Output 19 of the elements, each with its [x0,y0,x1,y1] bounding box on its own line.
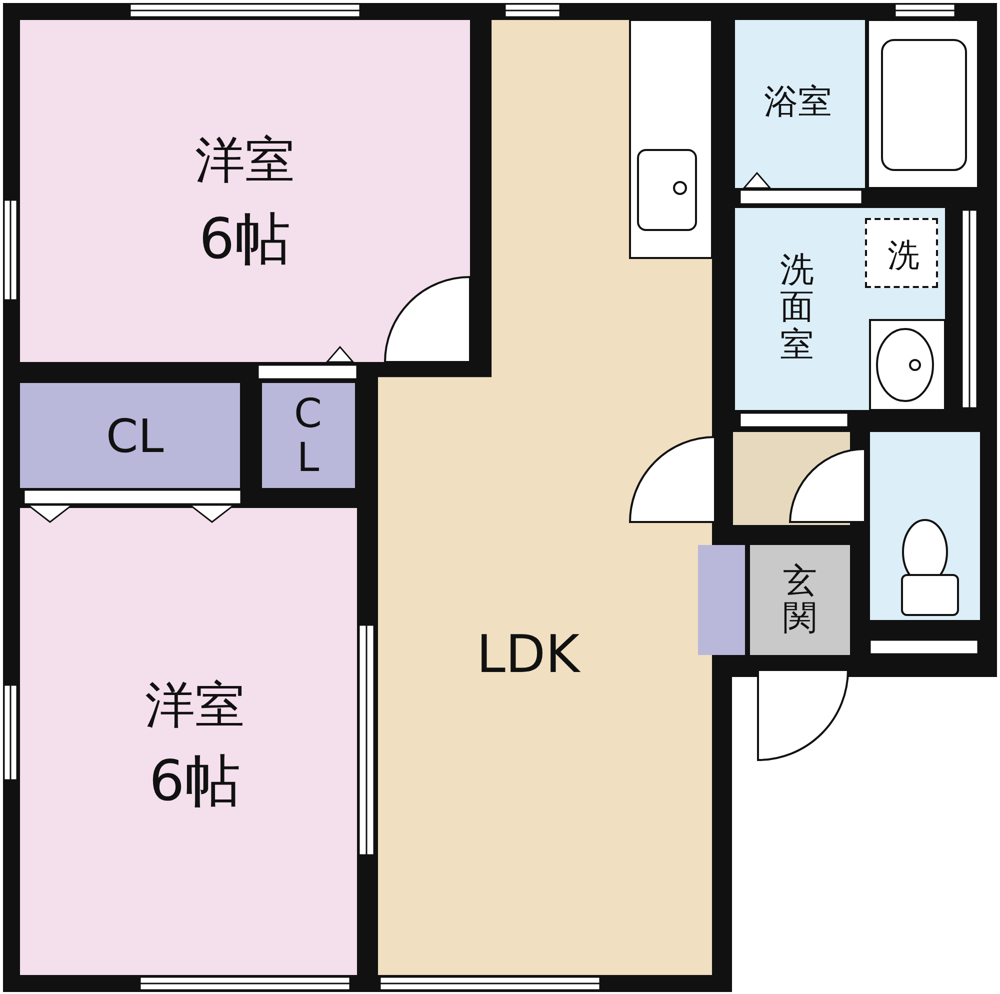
room-label: 洗面室 [780,252,814,364]
room [735,20,865,188]
room-label: CL [106,413,164,459]
room [262,383,355,488]
room-label: 6帖 [149,754,241,810]
room-label: LDK [476,629,580,681]
room-label: 玄関 [783,562,817,638]
room [20,383,240,488]
room [20,20,470,362]
room-area [698,545,745,655]
room [20,508,357,975]
room [750,545,850,655]
room-label: 6帖 [199,212,291,268]
room-label: 洋室 [195,135,295,185]
room-label: CL [293,392,323,480]
room-label: 洋室 [145,680,245,730]
washer-space [865,218,938,288]
room-label: 洗 [888,239,920,271]
room-label: 浴室 [764,85,832,119]
